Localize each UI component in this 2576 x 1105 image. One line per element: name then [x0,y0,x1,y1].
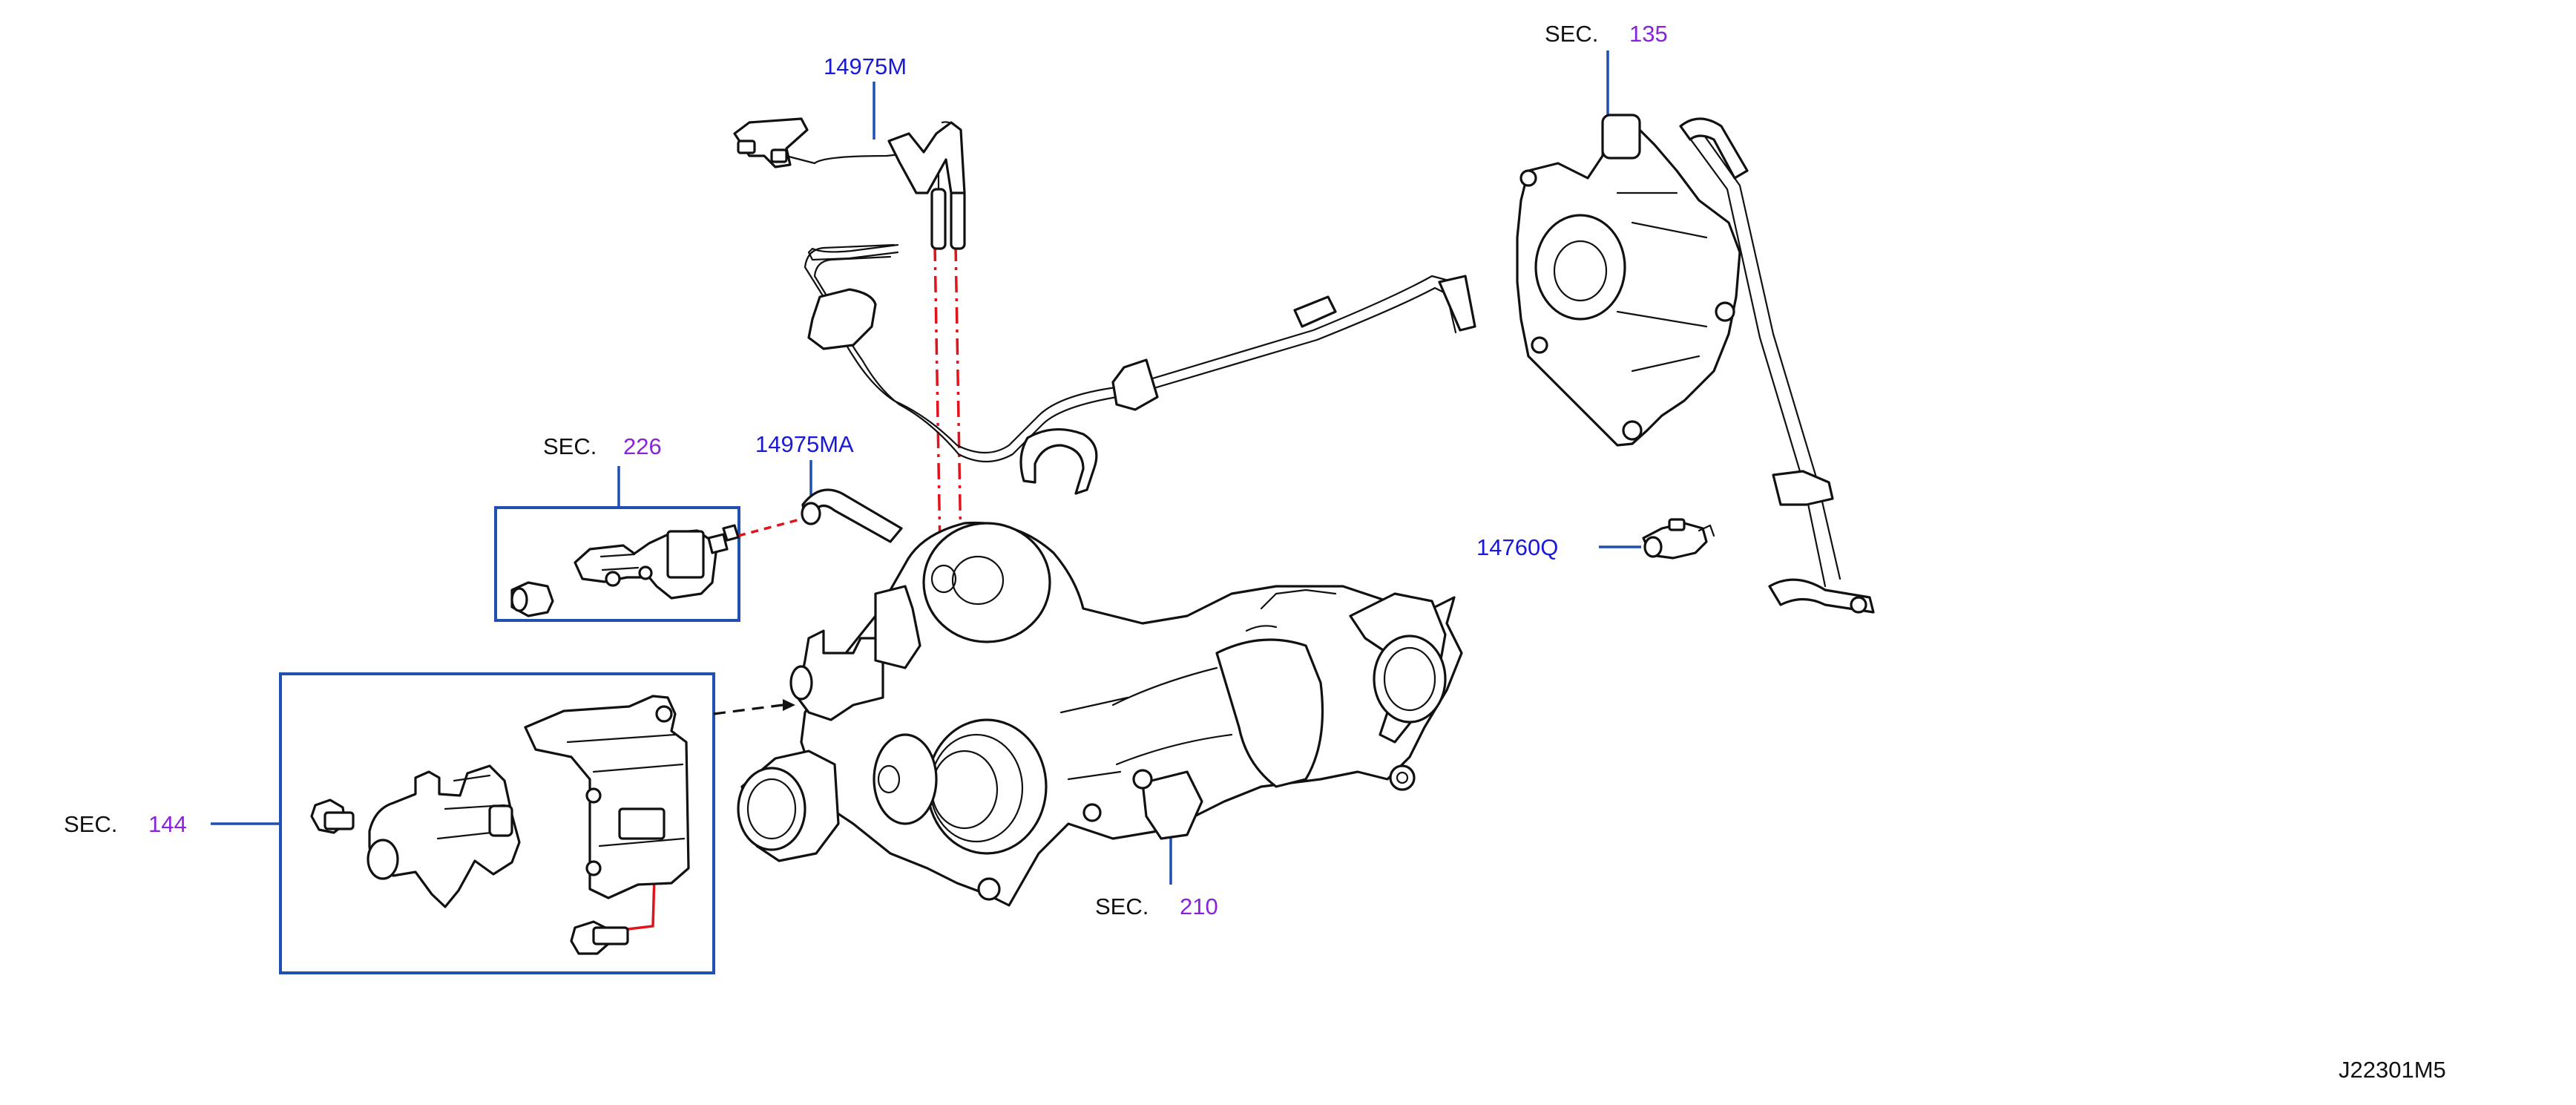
arrow-head [783,699,795,711]
callout-sec-135[interactable]: SEC. 135 [1545,21,1668,120]
section-number-210[interactable]: 210 [1180,893,1218,919]
sec-226-valve[interactable] [510,524,740,617]
sec-prefix: SEC. [1545,21,1598,47]
sec-prefix: SEC. [543,433,597,459]
sec-144-frame [279,672,715,974]
part-number-14760Q[interactable]: 14760Q [1476,534,1558,560]
hose-14975MA[interactable] [801,488,903,543]
callout-14760Q[interactable]: 14760Q [1476,534,1641,560]
sec-144-bracket-assembly[interactable] [310,695,690,955]
main-assembly-sec-210[interactable] [737,521,1463,907]
vacuum-pump-sec-135[interactable] [1516,114,1875,614]
part-number-14975MA[interactable]: 14975MA [755,431,854,457]
callout-sec-144[interactable]: SEC. 144 [64,811,280,837]
part-number-14975M[interactable]: 14975M [824,53,907,79]
hose-assembly-14975M[interactable] [733,117,1476,495]
sec-prefix: SEC. [64,811,117,837]
section-number-135[interactable]: 135 [1629,21,1668,47]
drawing-code: J22301M5 [2339,1057,2446,1083]
section-number-226[interactable]: 226 [623,433,662,459]
section-number-144[interactable]: 144 [148,811,187,837]
valve-14760Q[interactable] [1642,518,1715,560]
callout-14975M[interactable]: 14975M [824,53,907,140]
callout-sec-226[interactable]: SEC. 226 [543,433,662,507]
sec-226-frame [494,506,740,622]
callout-sec-210[interactable]: SEC. 210 [1095,837,1218,919]
callout-14975MA[interactable]: 14975MA [755,431,854,499]
sec-prefix: SEC. [1095,893,1149,919]
